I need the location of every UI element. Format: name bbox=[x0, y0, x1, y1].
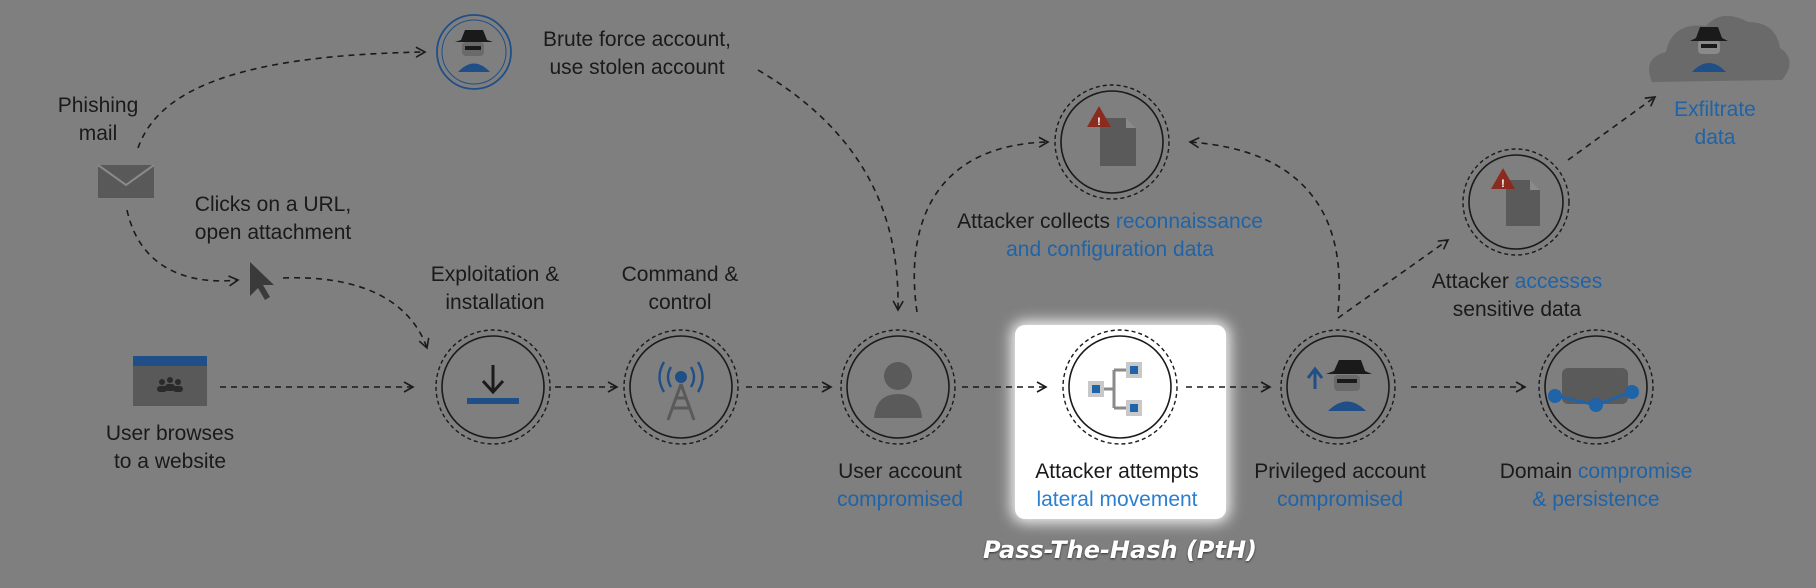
svg-text:!: ! bbox=[1097, 116, 1101, 128]
document-warning-icon-sensitive: ! bbox=[1462, 148, 1570, 256]
label-brute-force: Brute force account, use stolen account bbox=[543, 26, 731, 82]
label-lateral-line2: lateral movement bbox=[1036, 488, 1198, 511]
label-browses-line2: to a website bbox=[113, 450, 227, 473]
document-warning-icon: ! bbox=[1054, 84, 1170, 200]
label-privileged-account: Privileged account compromised bbox=[1254, 458, 1426, 514]
label-clicks-line2: open attachment bbox=[194, 221, 352, 244]
label-exploit-line2: installation bbox=[445, 291, 545, 314]
label-exploit-line1: Exploitation & bbox=[430, 263, 560, 286]
mail-icon bbox=[97, 164, 155, 198]
svg-text:!: ! bbox=[1501, 178, 1505, 190]
label-collects-line2: and configuration data bbox=[1006, 238, 1214, 261]
label-collects-line1: Attacker collects reconnaissance bbox=[957, 208, 1263, 236]
label-exfiltrate-line1: Exfiltrate bbox=[1674, 98, 1756, 121]
label-collects-highlight: reconnaissance bbox=[1115, 210, 1263, 233]
privileged-hacker-icon bbox=[1280, 329, 1396, 445]
arrow-phishing-to-brute bbox=[137, 46, 427, 149]
label-browses-line1: User browses bbox=[105, 422, 235, 445]
website-icon bbox=[133, 356, 207, 406]
label-collects-prefix: Attacker collects bbox=[957, 210, 1116, 233]
label-accesses-prefix: Attacker bbox=[1431, 270, 1515, 293]
cursor-icon bbox=[250, 262, 274, 300]
label-domain-prefix: Domain bbox=[1499, 460, 1578, 483]
label-brute-line1: Brute force account, bbox=[543, 28, 731, 51]
arrow-cursor-to-exploit bbox=[282, 276, 430, 350]
label-domain-highlight: compromise bbox=[1577, 460, 1693, 483]
label-accesses-line2: sensitive data bbox=[1452, 298, 1582, 321]
label-domain-compromise: Domain compromise & persistence bbox=[1500, 458, 1693, 514]
label-domain-line2: & persistence bbox=[1532, 488, 1660, 511]
arrow-priv-to-sensitive bbox=[1337, 239, 1450, 319]
label-domain-line1: Domain compromise bbox=[1500, 458, 1693, 486]
arrow-user-to-recon bbox=[913, 136, 1050, 313]
label-lateral-movement: Attacker attempts lateral movement bbox=[1035, 458, 1198, 514]
label-accesses-sensitive: Attacker accesses sensitive data bbox=[1432, 268, 1602, 324]
label-privileged-line1: Privileged account bbox=[1254, 460, 1426, 483]
lateral-movement-highlight bbox=[1015, 325, 1226, 519]
network-icon bbox=[1062, 329, 1178, 445]
label-exploitation: Exploitation & installation bbox=[431, 261, 559, 317]
label-exfiltrate-line2: data bbox=[1694, 126, 1736, 149]
label-command-line1: Command & bbox=[621, 263, 739, 286]
label-user-account-line1: User account bbox=[838, 460, 962, 483]
label-user-account-line2: compromised bbox=[836, 488, 964, 511]
connectors bbox=[126, 46, 1657, 393]
label-accesses-line1: Attacker accesses bbox=[1432, 268, 1602, 296]
antenna-icon bbox=[623, 329, 739, 445]
label-attacker-collects: Attacker collects reconnaissance and con… bbox=[957, 208, 1263, 264]
arrow-sensitive-to-exfil bbox=[1567, 96, 1657, 161]
label-clicks-url: Clicks on a URL, open attachment bbox=[195, 191, 351, 247]
label-phishing-mail: Phishing mail bbox=[58, 92, 139, 148]
label-accesses-highlight: accesses bbox=[1514, 270, 1603, 293]
arrow-brute-to-user bbox=[757, 69, 904, 312]
cloud-hacker-icon bbox=[1649, 15, 1790, 82]
download-icon bbox=[435, 329, 551, 445]
label-user-account-compromised: User account compromised bbox=[837, 458, 963, 514]
hacker-icon bbox=[436, 14, 512, 90]
arrow-priv-to-recon bbox=[1188, 136, 1340, 313]
label-exfiltrate-data: Exfiltrate data bbox=[1674, 96, 1756, 152]
label-user-browses: User browses to a website bbox=[106, 420, 234, 476]
label-phishing-line2: mail bbox=[78, 122, 118, 145]
label-brute-line2: use stolen account bbox=[549, 56, 725, 79]
label-privileged-line2: compromised bbox=[1276, 488, 1404, 511]
label-command-line2: control bbox=[648, 291, 712, 314]
user-icon bbox=[840, 329, 956, 445]
label-command-control: Command & control bbox=[622, 261, 739, 317]
label-phishing-line1: Phishing bbox=[57, 94, 139, 117]
diagram-caption: Pass-The-Hash (PtH) bbox=[982, 536, 1258, 564]
label-clicks-line1: Clicks on a URL, bbox=[194, 193, 352, 216]
domain-icon bbox=[1538, 329, 1654, 445]
label-lateral-line1: Attacker attempts bbox=[1035, 460, 1199, 483]
